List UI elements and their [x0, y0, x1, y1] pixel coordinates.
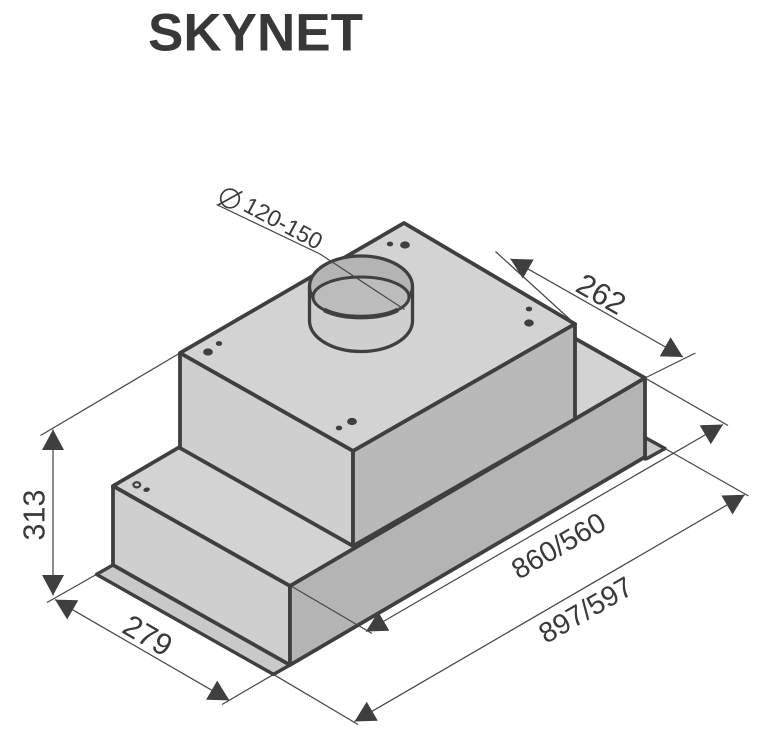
svg-text:313: 313 — [18, 490, 52, 541]
svg-text:SKYNET: SKYNET — [148, 4, 363, 63]
